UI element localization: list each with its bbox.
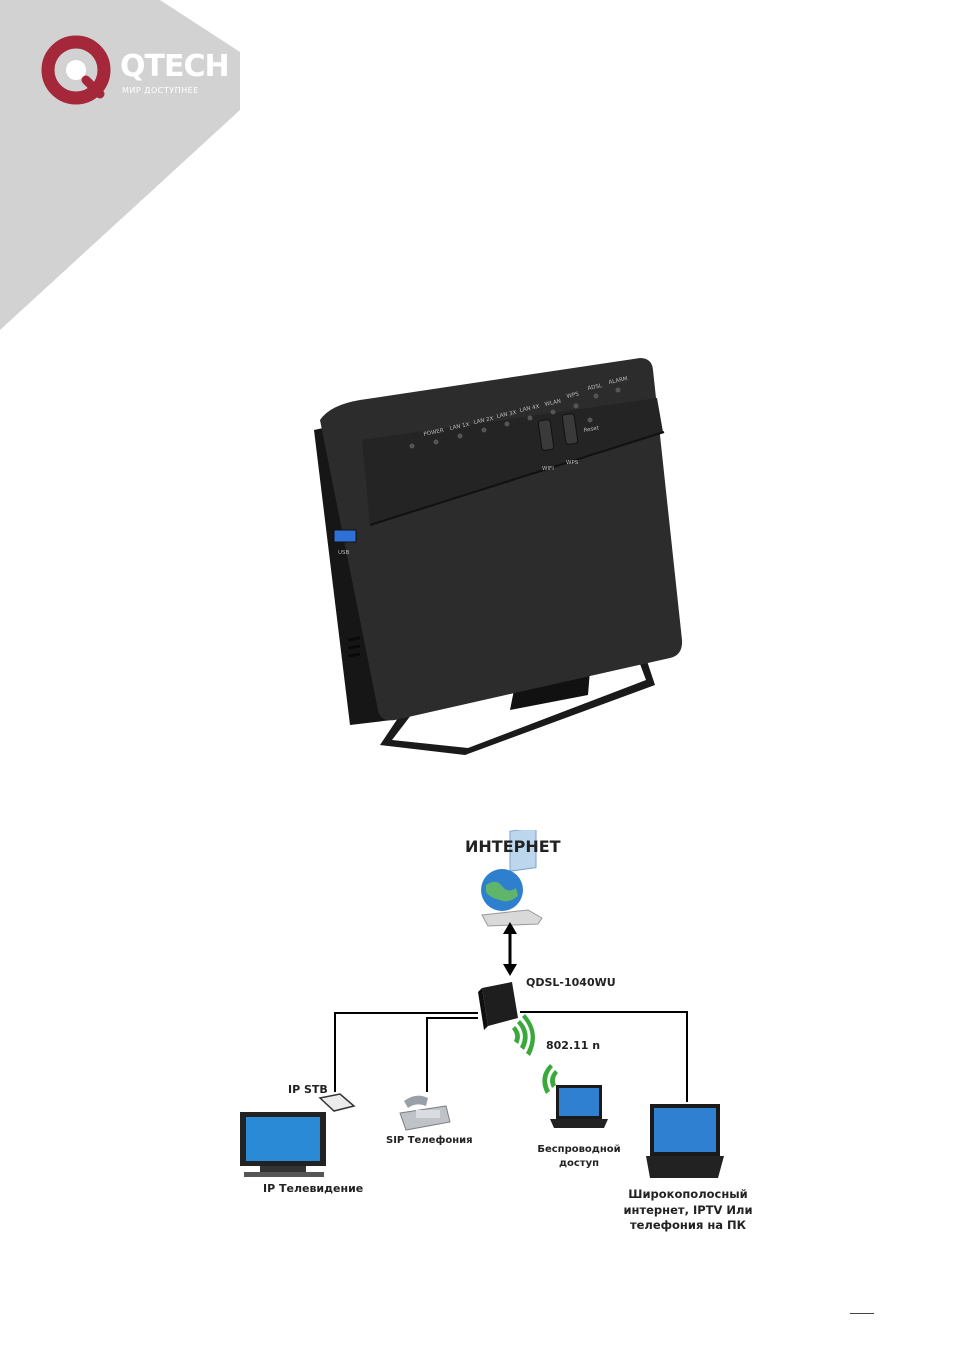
wifi-signal-icon	[512, 1014, 558, 1094]
router-icon	[478, 982, 518, 1030]
internet-label: ИНТЕРНЕТ	[465, 836, 561, 858]
brand-tagline: МИР ДОСТУПНЕЕ	[122, 87, 199, 95]
sip-phone-label: SIP Телефония	[386, 1134, 473, 1148]
uplink-arrow	[503, 922, 517, 976]
broadband-label: Широкополосный интернет, IPTV Или телефо…	[618, 1187, 758, 1234]
wireless-access-label: Беспроводной доступ	[534, 1143, 624, 1170]
network-diagram: ИНТЕРНЕТ QDSL-1040WU 802.11 n IP STB SIP…	[220, 830, 780, 1250]
reset-button	[588, 418, 593, 423]
ip-tv-label: IP Телевидение	[263, 1182, 363, 1197]
qtech-logo-icon	[40, 34, 112, 106]
router-model-label: QDSL-1040WU	[526, 976, 616, 991]
wifi-button-label: WIFI	[542, 466, 554, 472]
ip-stb-label: IP STB	[288, 1083, 328, 1098]
tv-icon	[240, 1112, 326, 1177]
usb-port	[334, 530, 356, 542]
pc-laptop-icon	[646, 1104, 724, 1178]
page-footer-rule	[850, 1313, 874, 1314]
usb-label: USB	[338, 550, 350, 556]
wireless-laptop-icon	[550, 1085, 608, 1128]
wifi-standard-label: 802.11 n	[546, 1039, 600, 1054]
brand-name: QTECH	[120, 52, 229, 82]
wps-button-label: WPS	[566, 460, 579, 466]
router-photo: POWER LAN 1X LAN 2X LAN 3X LAN 4X WLAN W…	[300, 350, 700, 770]
network-lines	[335, 1012, 687, 1102]
sip-phone-icon	[400, 1096, 450, 1130]
